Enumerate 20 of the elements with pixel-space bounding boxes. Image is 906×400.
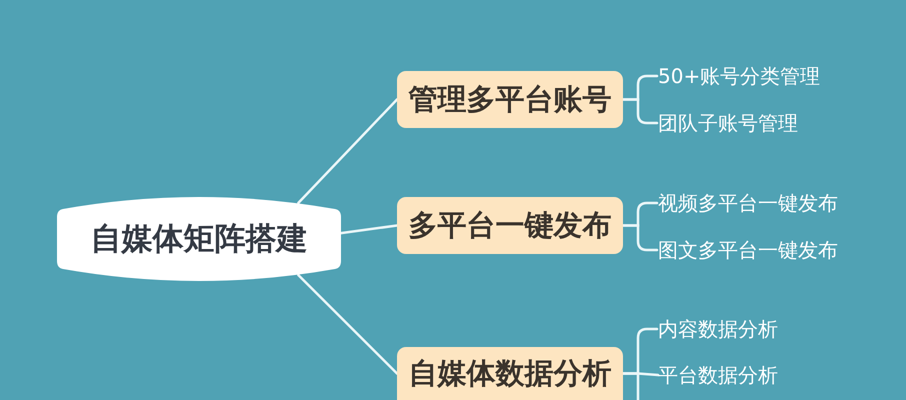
subtopic-box — [397, 197, 623, 254]
subtopic-title: 多平台一键发布 — [408, 206, 612, 244]
subtopic-box — [397, 71, 623, 128]
connector-line — [297, 98, 398, 204]
bracket-line — [622, 372, 640, 400]
connector-line — [297, 274, 398, 375]
leaf-topic-text: 50+账号分类管理 — [658, 62, 820, 90]
bracket-line — [622, 98, 658, 124]
leaf-topic-text: 平台数据分析 — [658, 361, 778, 389]
central-topic-title: 自媒体矩阵搭建 — [90, 220, 308, 259]
leaf-topic-text: 视频多平台一键发布 — [658, 189, 838, 217]
connector-line — [340, 224, 398, 234]
leaf-topic-text: 图文多平台一键发布 — [658, 236, 838, 264]
subtopic-box — [397, 347, 623, 400]
subtopic-title: 自媒体数据分析 — [408, 354, 612, 392]
subtopic-title: 管理多平台账号 — [408, 80, 612, 118]
bracket-line — [622, 224, 658, 252]
leaf-topic-text: 团队子账号管理 — [658, 109, 798, 137]
central-topic-node — [57, 197, 341, 281]
leaf-topic-text: 内容数据分析 — [658, 315, 778, 343]
